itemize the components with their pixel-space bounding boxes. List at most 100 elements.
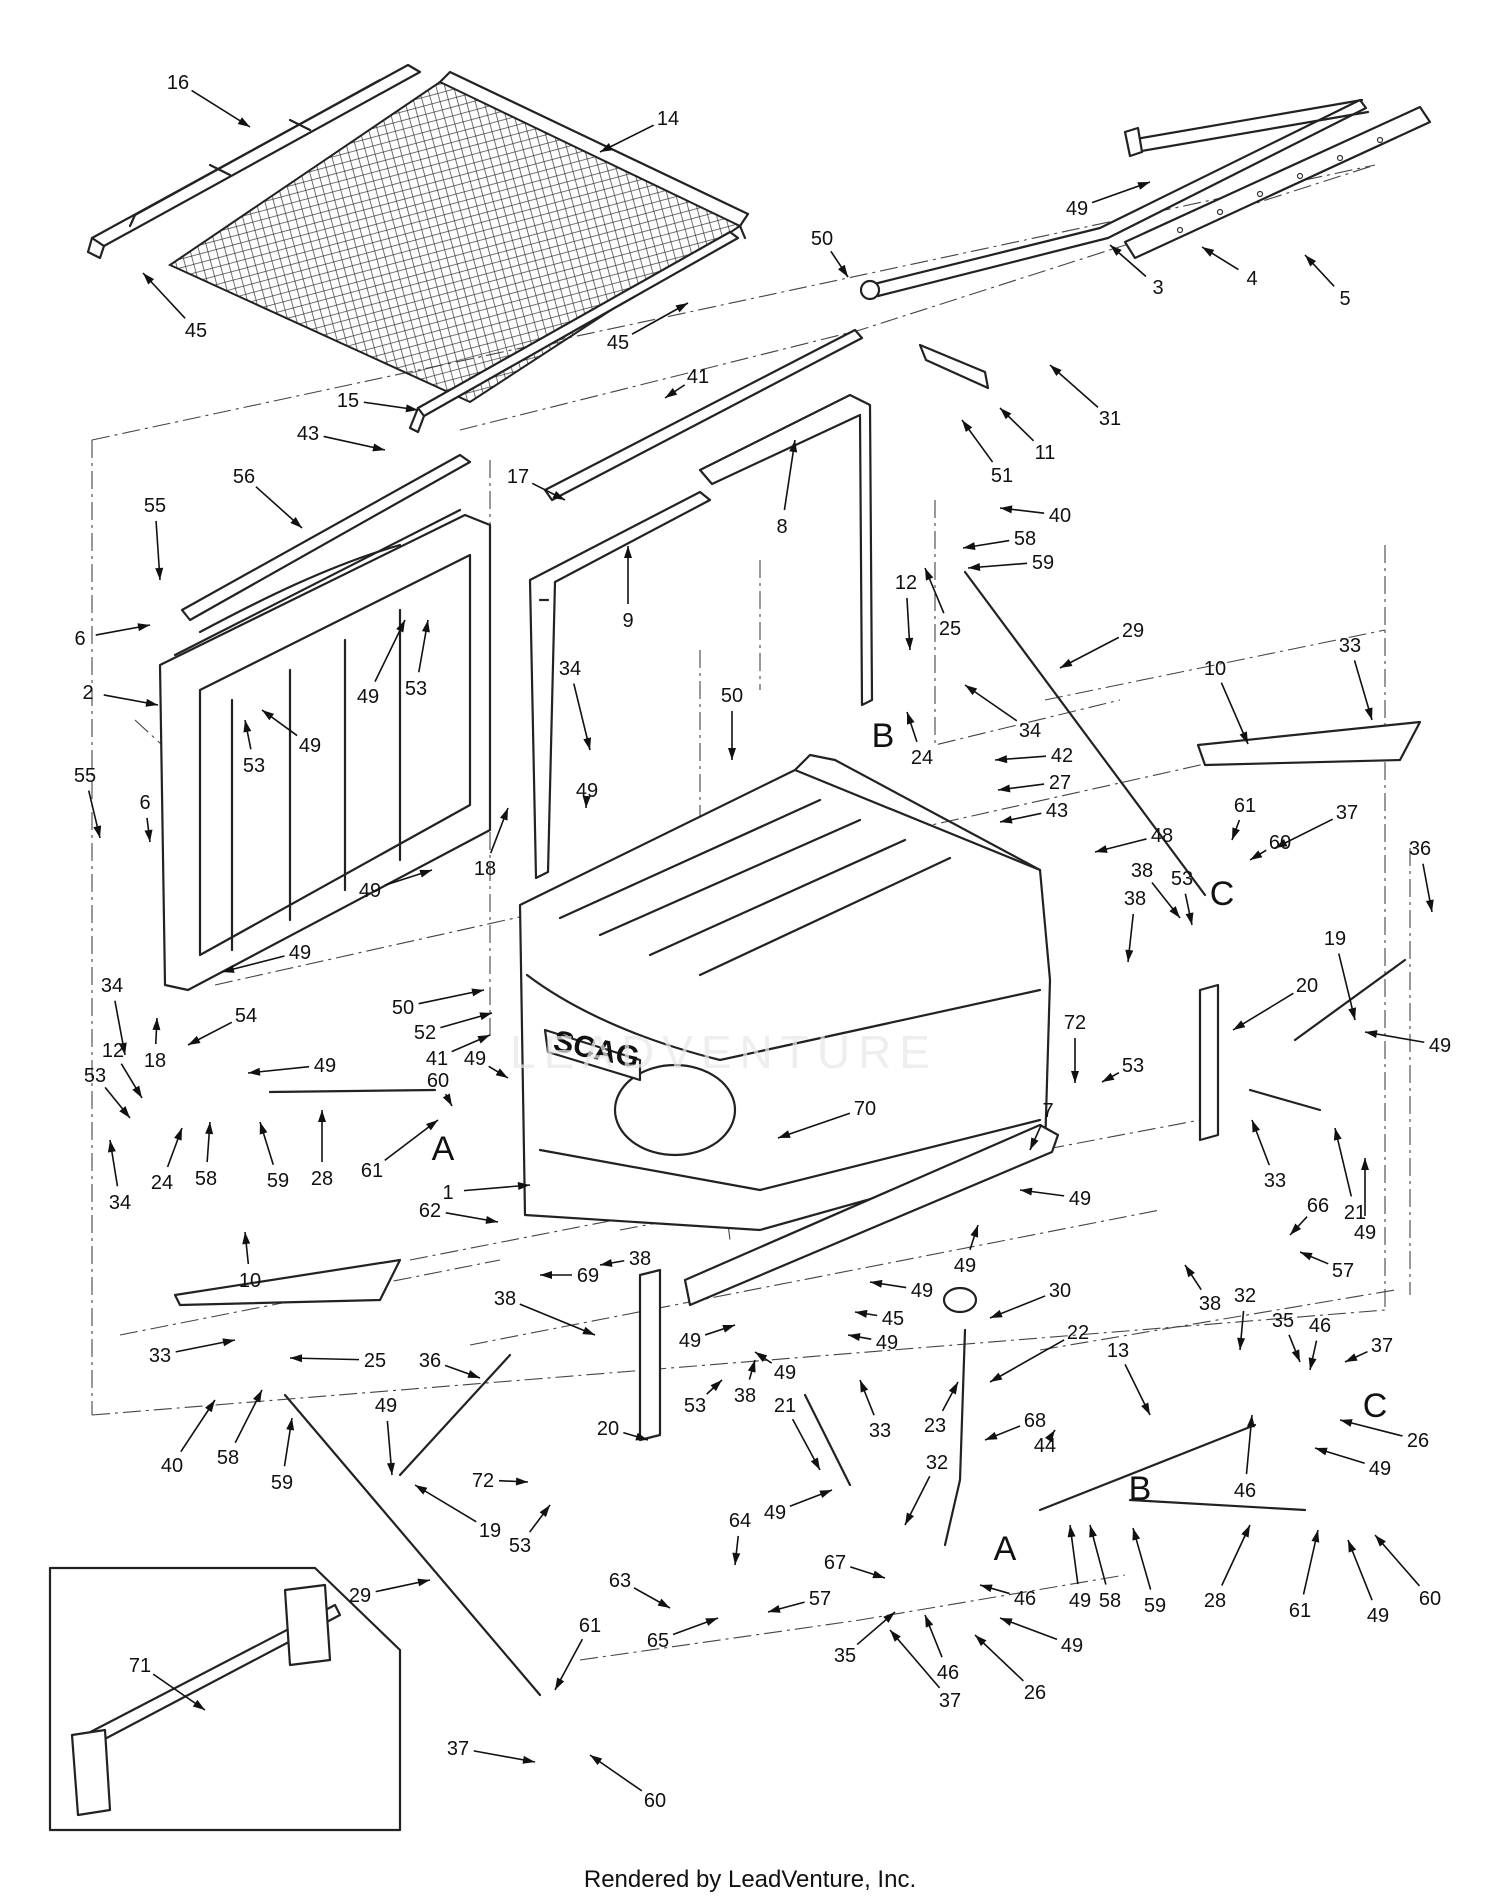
callout-label: 10 <box>1204 658 1226 680</box>
callout-arrowhead <box>243 720 252 733</box>
callout-arrowhead <box>555 1677 565 1690</box>
section-marker: C <box>1363 1387 1388 1425</box>
callout-label: 26 <box>1407 1430 1429 1452</box>
callout-arrowhead <box>590 1755 603 1766</box>
callout-arrowhead <box>1345 1353 1358 1362</box>
callout-label: 70 <box>854 1098 876 1120</box>
callout-arrowhead <box>1364 707 1373 720</box>
callout-arrowhead <box>174 1128 182 1141</box>
callout-arrowhead <box>1233 1020 1246 1030</box>
callout-label: 66 <box>1307 1195 1329 1217</box>
callout-label: 53 <box>84 1065 106 1087</box>
callout-arrowhead <box>675 303 688 313</box>
callout-arrowhead <box>415 1485 428 1495</box>
callout-label: 15 <box>337 390 359 412</box>
callout-arrowhead <box>583 737 592 750</box>
shift-lever-68 <box>942 1286 978 1547</box>
callout-arrowhead <box>143 273 155 285</box>
callout-leader <box>519 1303 596 1336</box>
callout-label: 61 <box>1289 1600 1311 1622</box>
callout-arrowhead <box>883 1612 895 1623</box>
callout-label: 12 <box>102 1040 124 1062</box>
callout-label: 6 <box>74 628 85 650</box>
callout-label: 60 <box>1419 1588 1441 1610</box>
callout-label: 49 <box>359 880 381 902</box>
callout-label: 16 <box>167 72 189 94</box>
callout-arrowhead <box>471 988 484 997</box>
callout-label: 41 <box>426 1048 448 1070</box>
bracket-11 <box>918 343 990 390</box>
callout-arrowhead <box>1000 505 1013 514</box>
callout-label: 63 <box>609 1570 631 1592</box>
callout-label: 49 <box>314 1055 336 1077</box>
callout-label: 72 <box>472 1470 494 1492</box>
callout-label: 48 <box>1151 825 1173 847</box>
callout-arrowhead <box>600 143 613 152</box>
callout-arrowhead <box>1110 245 1122 256</box>
callout-label: 29 <box>1122 620 1144 642</box>
callout-label: 23 <box>924 1415 946 1437</box>
callout-label: 38 <box>1124 888 1146 910</box>
callout-arrowhead <box>318 1110 326 1122</box>
callout-arrowhead <box>665 388 678 398</box>
callout-label: 58 <box>1014 528 1036 550</box>
callout-arrowhead <box>205 1400 215 1413</box>
callout-label: 60 <box>644 1790 666 1812</box>
callout-label: 9 <box>622 610 633 632</box>
callout-label: 43 <box>297 423 319 445</box>
callout-arrowhead <box>789 440 798 453</box>
callout-arrowhead <box>1060 658 1073 668</box>
callout-arrowhead <box>477 1035 490 1044</box>
callout-label: 35 <box>1272 1310 1294 1332</box>
callout-arrowhead <box>1348 1007 1357 1020</box>
callout-label: 49 <box>1354 1222 1376 1244</box>
callout-label: 33 <box>1264 1170 1286 1192</box>
callout-leader <box>989 1339 1065 1383</box>
callout-label: 20 <box>597 1418 619 1440</box>
callout-arrowhead <box>1241 1525 1250 1538</box>
callout-label: 53 <box>405 678 427 700</box>
callout-label: 60 <box>1269 832 1291 854</box>
callout-label: 25 <box>939 618 961 640</box>
callout-label: 40 <box>1049 505 1071 527</box>
flat-strip-4 <box>1123 105 1432 260</box>
callout-label: 49 <box>1061 1635 1083 1657</box>
callout-label: 59 <box>1032 552 1054 574</box>
callout-label: 49 <box>1369 1458 1391 1480</box>
callout-arrowhead <box>1000 815 1013 824</box>
top-strip-56 <box>180 453 472 622</box>
callout-arrowhead <box>838 264 848 277</box>
callout-arrowhead <box>710 1380 722 1392</box>
callout-arrowhead <box>1275 839 1288 848</box>
callout-label: 27 <box>1049 772 1071 794</box>
callout-label: 53 <box>684 1395 706 1417</box>
callout-label: 11 <box>1035 442 1056 464</box>
callout-label: 65 <box>647 1630 669 1652</box>
callout-arrowhead <box>905 1512 915 1525</box>
callout-arrowhead <box>970 1225 979 1238</box>
callout-arrowhead <box>1239 731 1248 744</box>
callout-label: 24 <box>151 1172 173 1194</box>
section-marker: B <box>872 717 895 755</box>
callout-arrowhead <box>1333 1128 1342 1141</box>
callout-label: 53 <box>243 755 265 777</box>
callout-label: 37 <box>939 1690 961 1712</box>
callout-arrowhead <box>1425 899 1434 912</box>
callout-label: 55 <box>144 495 166 517</box>
top-rail-17 <box>543 328 864 502</box>
callout-arrowhead <box>728 748 736 760</box>
callout-arrowhead <box>980 1584 993 1593</box>
callout-arrowhead <box>1125 949 1134 962</box>
callout-arrowhead <box>1315 1447 1328 1456</box>
callout-label: 34 <box>1019 720 1041 742</box>
callout-label: 22 <box>1067 1322 1089 1344</box>
callout-label: 60 <box>427 1070 449 1092</box>
callout-arrowhead <box>1250 850 1263 860</box>
callout-arrowhead <box>1202 247 1215 257</box>
callout-label: 53 <box>1122 1055 1144 1077</box>
callout-label: 58 <box>1099 1590 1121 1612</box>
callout-label: 56 <box>233 466 255 488</box>
upright-20-left <box>638 1268 662 1442</box>
callout-label: 61 <box>579 1615 601 1637</box>
